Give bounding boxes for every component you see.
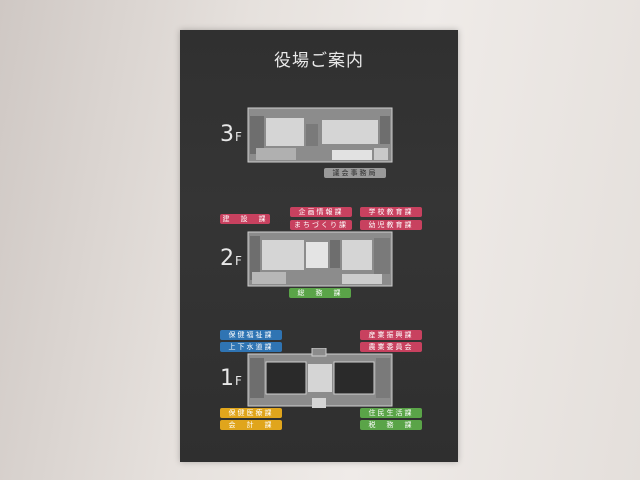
tag-jogesuido-ka: 上下水道課 bbox=[220, 342, 282, 352]
floor-3-label: 3F bbox=[220, 122, 242, 147]
tag-kaikei-ka: 会 計 課 bbox=[220, 420, 282, 430]
board-title: 役場ご案内 bbox=[274, 51, 364, 71]
tag-kikaku-joho-ka: 企画情報課 bbox=[290, 207, 352, 217]
tag-gakko-kyoiku-ka: 学校教育課 bbox=[360, 207, 422, 217]
floor-guide-board: 役場ご案内 3F 議会事務局 建 設 課 企画情報課 学校教育課 まちづくり課 … bbox=[180, 30, 458, 462]
tag-jumin-seikatsu-ka: 住民生活課 bbox=[360, 408, 422, 418]
tag-hoken-fukushi-ka: 保健福祉課 bbox=[220, 330, 282, 340]
floor-1-label: 1F bbox=[220, 366, 242, 391]
tag-yoji-kyoiku-ka: 幼児教育課 bbox=[360, 220, 422, 230]
floor-3-plan bbox=[247, 107, 393, 163]
tag-hoken-iryo-ka: 保健医療課 bbox=[220, 408, 282, 418]
tag-gikai-jimukyoku: 議会事務局 bbox=[324, 168, 386, 178]
tag-zeimu-ka: 税 務 課 bbox=[360, 420, 422, 430]
floor-1-plan bbox=[247, 348, 393, 408]
floor-2-plan bbox=[247, 231, 393, 287]
tag-machizukuri-ka: まちづくり課 bbox=[290, 220, 352, 230]
tag-nogyo-iinkai: 農業委員会 bbox=[360, 342, 422, 352]
tag-somu-ka: 総 務 課 bbox=[289, 288, 351, 298]
floor-2-label: 2F bbox=[220, 246, 242, 271]
tag-sangyo-shinko-ka: 産業振興課 bbox=[360, 330, 422, 340]
tag-kensetsu-ka: 建 設 課 bbox=[220, 214, 270, 224]
